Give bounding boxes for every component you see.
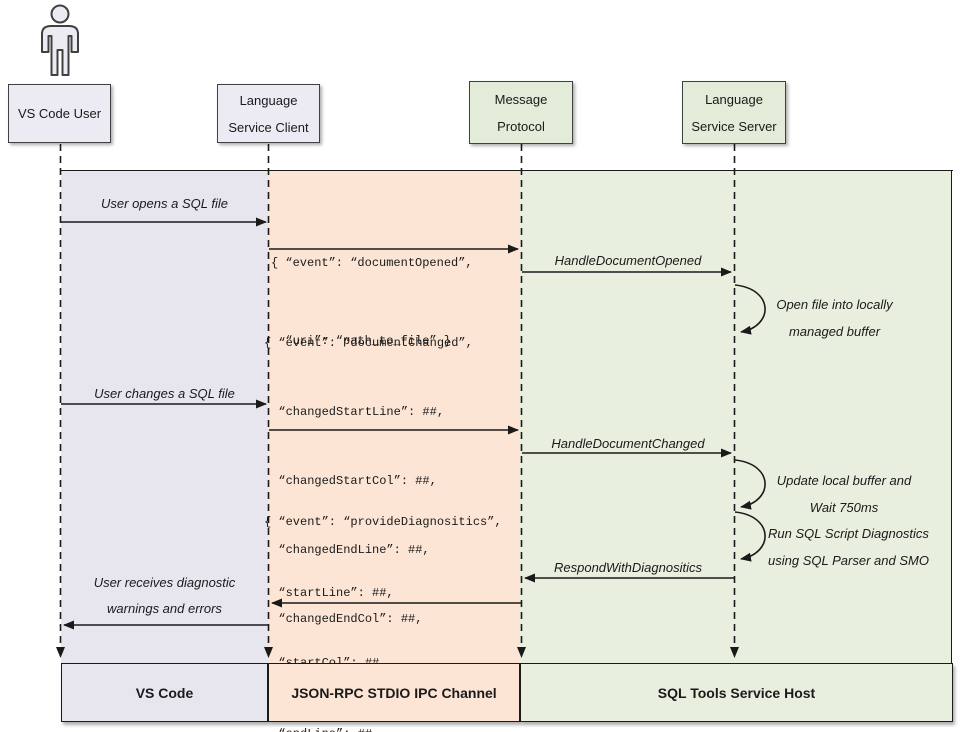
actor-label: VS Code User xyxy=(17,106,102,121)
lane-top-border xyxy=(61,170,953,171)
footer-box-vscode: VS Code xyxy=(61,663,268,722)
actor-label-line1: Language xyxy=(239,92,298,108)
label-user-opens: User opens a SQL file xyxy=(101,196,228,211)
note-run-diagnostics: Run SQL Script Diagnostics using SQL Par… xyxy=(768,526,929,568)
label-handle-document-changed: HandleDocumentChanged xyxy=(551,436,705,451)
lane-vscode xyxy=(61,171,268,663)
actor-label-line2: Service Server xyxy=(691,118,777,134)
footer-box-ipc-channel: JSON-RPC STDIO IPC Channel xyxy=(268,663,520,722)
actor-box-language-service-server: Language Service Server xyxy=(682,81,786,144)
actor-label-line1: Language xyxy=(705,91,763,107)
label-user-changes: User changes a SQL file xyxy=(94,386,235,401)
label-handle-document-opened: HandleDocumentOpened xyxy=(554,253,702,268)
actor-label-line2: Protocol xyxy=(497,118,545,134)
footer-box-service-host: SQL Tools Service Host xyxy=(520,663,953,722)
label-respond-with-diagnostics: RespondWithDiagnositics xyxy=(553,560,702,575)
actor-label-line1: Message xyxy=(494,91,548,107)
actor-box-message-protocol: Message Protocol xyxy=(469,81,573,144)
actor-box-vscode-user: VS Code User xyxy=(8,84,111,143)
note-open-file: Open file into locally managed buffer xyxy=(776,297,893,339)
actor-box-language-service-client: Language Service Client xyxy=(217,84,320,143)
label-user-receives: User receives diagnostic warnings and er… xyxy=(93,575,236,616)
note-update-buffer: Update local buffer and Wait 750ms xyxy=(776,473,912,515)
lane-ipc-channel xyxy=(268,171,520,663)
person-icon xyxy=(41,4,79,76)
lane-service-host xyxy=(520,171,952,663)
json-document-opened: { “event”: “documentOpened”, “uri”: “pat… xyxy=(271,256,473,348)
actor-label-line2: Service Client xyxy=(228,119,309,135)
